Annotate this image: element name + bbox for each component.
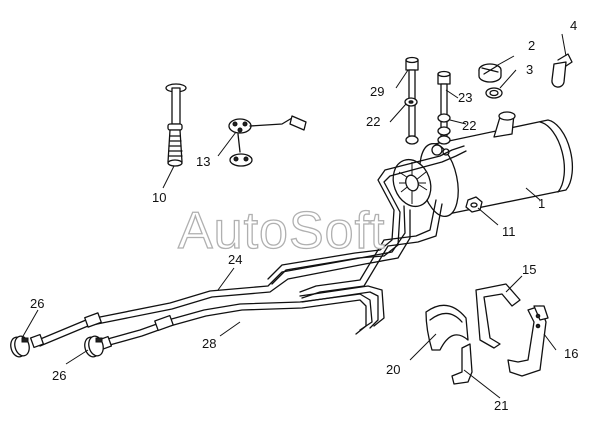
filler-cap (478, 63, 502, 83)
fuel-tank (419, 111, 574, 218)
tube-end-left (29, 312, 102, 349)
banjo-fittings (405, 135, 451, 145)
hose-clamp-26-right (84, 335, 104, 358)
callout-24: 24 (228, 252, 242, 267)
callout-21: 21 (494, 398, 508, 413)
callout-3: 3 (526, 62, 533, 77)
tank-strap (475, 283, 521, 349)
filler-gasket (485, 87, 503, 99)
callout-20: 20 (386, 362, 400, 377)
callout-labels: 1 2 3 4 10 11 13 15 16 20 21 22 22 23 24… (30, 18, 578, 413)
fuel-level-sender (228, 115, 307, 167)
tube-end-right (97, 314, 174, 351)
bolt-29 (405, 56, 419, 137)
callout-23: 23 (458, 90, 472, 105)
leader-lines (21, 33, 567, 399)
fuel-line-28 (103, 199, 443, 347)
watermark-text: AutoSoft (178, 202, 385, 260)
callout-10: 10 (152, 190, 166, 205)
callout-1: 1 (538, 196, 545, 211)
callout-2: 2 (528, 38, 535, 53)
rubber-pad (425, 304, 469, 351)
callout-26-left: 26 (30, 296, 44, 311)
callout-29: 29 (370, 84, 384, 99)
callout-22-left: 22 (366, 114, 380, 129)
retaining-clip (551, 53, 573, 88)
washer-22-right (437, 113, 451, 136)
support-bracket (451, 343, 473, 385)
fuel-strainer (165, 83, 187, 167)
hose-clamp-26-left (10, 335, 30, 358)
mounting-bracket (507, 305, 549, 377)
callout-16: 16 (564, 346, 578, 361)
callout-26-right: 26 (52, 368, 66, 383)
callout-22-right: 22 (462, 118, 476, 133)
callout-11: 11 (502, 224, 516, 239)
callout-4: 4 (570, 18, 577, 33)
callout-15: 15 (522, 262, 536, 277)
tank-fitting-plate (392, 144, 450, 208)
callout-13: 13 (196, 154, 210, 169)
washer-22-left (404, 97, 418, 107)
callout-28: 28 (202, 336, 216, 351)
